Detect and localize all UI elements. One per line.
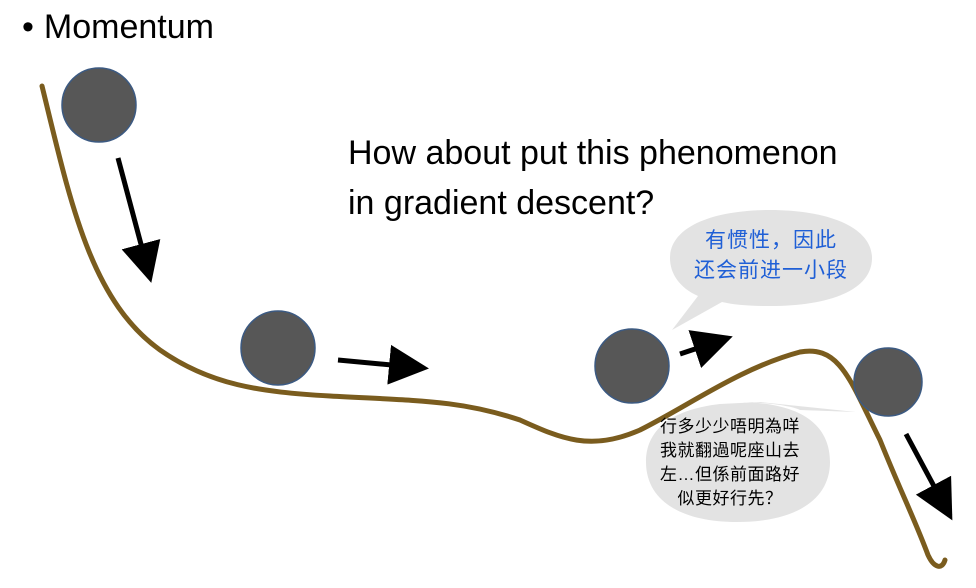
ball-icon xyxy=(240,310,316,386)
cantonese-line-1: 行多少少唔明為咩 xyxy=(660,417,800,436)
ball-icon xyxy=(594,328,670,404)
inertia-line-2: 还会前进一小段 xyxy=(694,259,848,282)
loss-curve xyxy=(39,83,948,569)
question-line-1: How about put this phenomenon xyxy=(348,134,838,172)
question-text: How about put this phenomenon in gradien… xyxy=(348,128,838,228)
arrow-icon xyxy=(337,344,429,385)
ball-icon xyxy=(61,67,137,143)
inertia-line-1: 有惯性，因此 xyxy=(705,229,837,252)
ball-icon xyxy=(853,347,923,417)
slide-title-text: Momentum xyxy=(43,8,214,46)
question-line-2: in gradient descent? xyxy=(348,184,655,222)
speech-bubble-cantonese xyxy=(646,402,856,522)
slide-title: •Momentum xyxy=(22,8,214,47)
arrow-icon xyxy=(679,330,733,369)
speech-bubble-inertia xyxy=(670,210,872,330)
cantonese-bubble-text: 行多少少唔明為咩 我就翻過呢座山去 左…但係前面路好 似更好行先？ xyxy=(660,415,800,511)
inertia-bubble-text: 有惯性，因此 还会前进一小段 xyxy=(694,226,848,286)
cantonese-line-2: 我就翻過呢座山去 xyxy=(660,441,800,460)
bullet-dot-icon: • xyxy=(22,8,34,46)
cantonese-line-3: 左…但係前面路好 xyxy=(660,465,800,484)
arrow-icon xyxy=(903,432,953,521)
cantonese-line-4: 似更好行先？ xyxy=(677,489,783,508)
arrow-icon xyxy=(115,157,161,283)
